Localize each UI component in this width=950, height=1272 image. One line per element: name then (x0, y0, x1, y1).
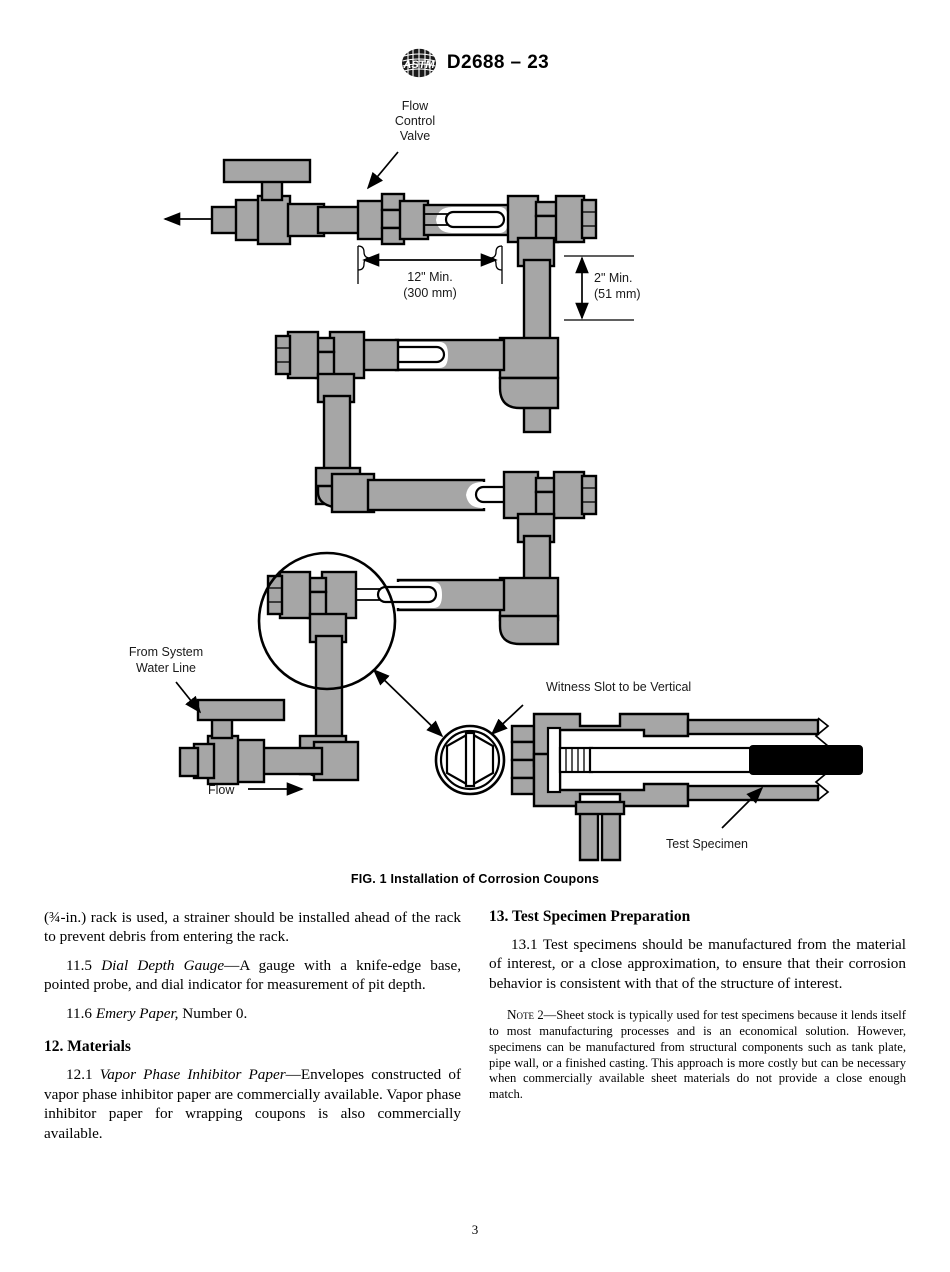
label-dim-horizontal-line1: 12" Min. (407, 270, 452, 284)
svg-text:ASTM: ASTM (402, 59, 435, 71)
left-column: (¾-in.) rack is used, a strainer should … (44, 908, 461, 1143)
label-from-system-line1: From System (129, 645, 203, 659)
paragraph-12-1-number: 12.1 (66, 1066, 93, 1084)
paragraph-continued: (¾-in.) rack is used, a strainer should … (44, 909, 461, 946)
paragraph-12-1-title: Vapor Phase Inhibitor Paper (99, 1066, 286, 1084)
paragraph-13-1-text: Test specimens should be manufactured fr… (489, 936, 906, 992)
figure-1-diagram: .pipe { fill:#a6a6a6; stroke:#000; strok… (0, 88, 950, 888)
paragraph-11-6-text: Number 0. (178, 1004, 248, 1022)
note-2: Note 2—Sheet stock is typically used for… (489, 1007, 906, 1102)
right-column: 13. Test Specimen Preparation 13.1 Test … (489, 908, 906, 1143)
label-dim-vertical-line1: 2" Min. (594, 271, 632, 285)
detail-circle (257, 551, 397, 691)
page-number: 3 (471, 1222, 479, 1237)
paragraph-11-5-number: 11.5 (66, 956, 93, 974)
note-text: —Sheet stock is typically used for test … (489, 1008, 906, 1102)
paragraph-11-6: 11.6 Emery Paper, Number 0. (44, 1004, 461, 1023)
label-flow-control-valve-line2: Control (395, 114, 435, 128)
coupon-cross-section (510, 712, 863, 862)
astm-logo: ASTM (401, 48, 437, 78)
paragraph-13-1: 13.1 Test specimens should be manufactur… (489, 935, 906, 993)
label-from-system-line2: Water Line (136, 661, 196, 675)
section-13-heading: 13. Test Specimen Preparation (489, 908, 691, 925)
paragraph-11-5-text: —A gauge with a knife-edge base, pointed… (44, 956, 462, 994)
body-columns: (¾-in.) rack is used, a strainer should … (44, 908, 906, 1143)
label-dim-horizontal-line2: (300 mm) (403, 286, 456, 300)
label-dim-vertical-line2: (51 mm) (594, 287, 641, 301)
paragraph-11-5-title: Dial Depth Gauge (101, 956, 225, 974)
note-label: Note (507, 1007, 535, 1023)
label-flow-control-valve-line3: Valve (400, 129, 430, 143)
label-flow-control-valve-line1: Flow (402, 99, 429, 113)
paragraph-11-6-title: Emery Paper, (95, 1004, 179, 1022)
paragraph-12-1: 12.1 Vapor Phase Inhibitor Paper—Envelop… (44, 1065, 461, 1143)
label-witness-slot: Witness Slot to be Vertical (546, 680, 691, 694)
section-12-heading: 12. Materials (44, 1038, 131, 1056)
figure-caption: FIG. 1 Installation of Corrosion Coupons (350, 872, 600, 886)
standard-designation: D2688 – 23 (446, 52, 550, 73)
paragraph-12-1-text: —Envelopes constructed of vapor phase in… (44, 1066, 462, 1142)
label-test-specimen: Test Specimen (666, 837, 748, 851)
paragraph-13-1-number: 13.1 (511, 936, 538, 953)
coupon-end-view (434, 724, 506, 796)
paragraph-11-5: 11.5 Dial Depth Gauge—A gauge with a kni… (44, 956, 461, 995)
page-header: ASTM D2688 – 23 (0, 48, 950, 78)
note-number: 2 (534, 1008, 544, 1023)
label-flow: Flow (208, 783, 235, 797)
paragraph-11-6-number: 11.6 (66, 1004, 93, 1022)
